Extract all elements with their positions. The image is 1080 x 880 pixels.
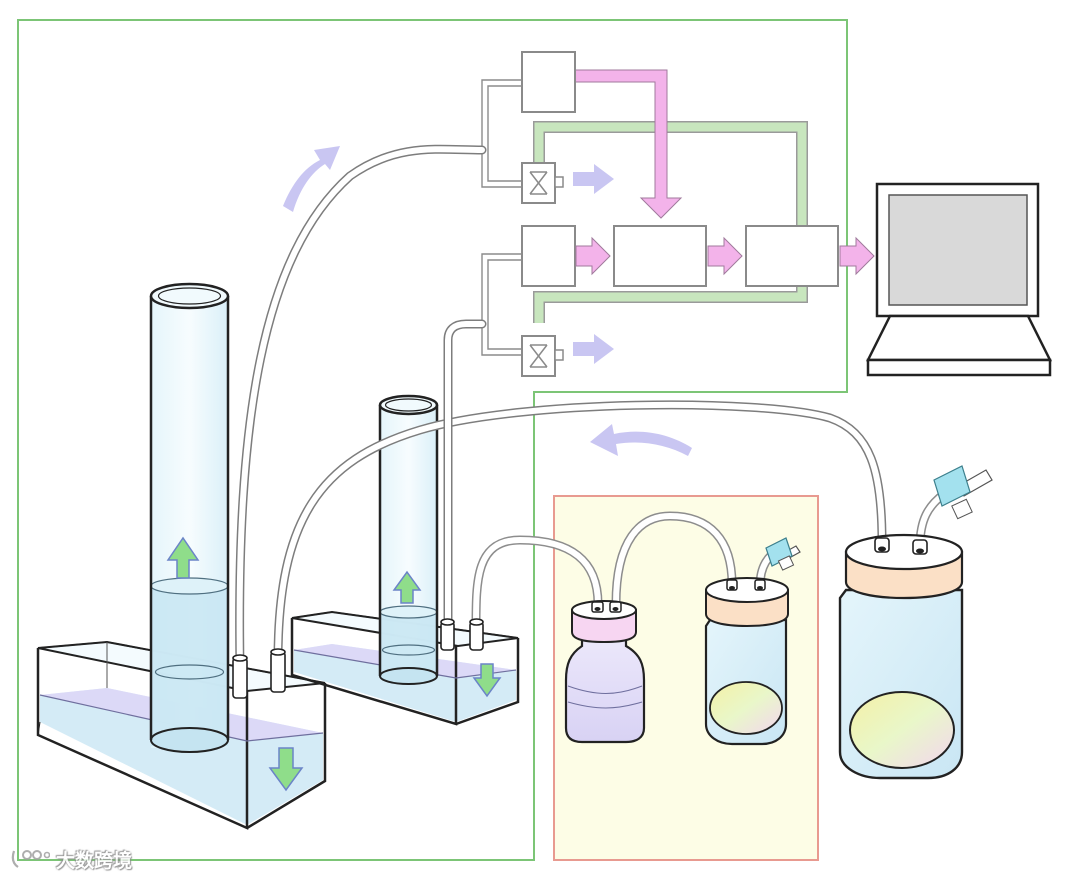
tall-column <box>149 282 230 753</box>
control-lines <box>533 121 808 323</box>
flow-arrow-up <box>283 146 340 212</box>
tubing <box>235 144 949 673</box>
valve-icon <box>529 344 548 368</box>
arrow-up-icon <box>392 570 422 604</box>
arrow-right-icon <box>575 236 611 276</box>
system-boundary <box>17 19 848 861</box>
processing-unit <box>613 225 707 287</box>
controller-unit <box>745 225 839 287</box>
sample-material <box>709 681 783 735</box>
arrow-down-icon <box>472 663 502 698</box>
large-sample-jar <box>838 533 964 780</box>
valve-fitting-large <box>933 465 993 520</box>
valve-icon <box>529 171 548 195</box>
signal-arrow-down <box>574 69 683 219</box>
gas-manifold <box>481 79 522 356</box>
signal-arrows-right <box>575 236 875 276</box>
arrow-right-icon <box>707 236 743 276</box>
valve-fitting-medium <box>765 537 801 571</box>
watermark-text: 大数跨境 <box>56 849 133 872</box>
arrow-up-icon <box>166 536 200 579</box>
sensor-unit-middle <box>521 225 576 287</box>
medium-sample-jar <box>704 577 789 746</box>
laptop-icon <box>865 182 1053 377</box>
exhaust-arrows <box>573 164 614 364</box>
arrow-right-icon <box>573 334 614 364</box>
sample-material <box>849 691 955 769</box>
flow-arrows <box>283 146 692 456</box>
wash-bottle <box>564 600 646 744</box>
analyzer-blocks <box>521 51 839 287</box>
arrow-right-icon <box>839 236 875 276</box>
valve-top <box>521 162 564 204</box>
sensor-unit-top <box>521 51 576 113</box>
valve-bottom <box>521 335 564 377</box>
trough-fittings <box>232 618 484 699</box>
arrow-down-icon <box>268 747 304 792</box>
flow-arrow-left <box>590 424 692 456</box>
level-arrows <box>166 536 502 792</box>
watermark: 大数跨境 <box>10 844 132 874</box>
monitor-screen <box>888 194 1028 306</box>
short-column <box>378 394 439 685</box>
arrow-right-icon <box>573 164 614 194</box>
brand-logo-icon <box>11 850 50 868</box>
